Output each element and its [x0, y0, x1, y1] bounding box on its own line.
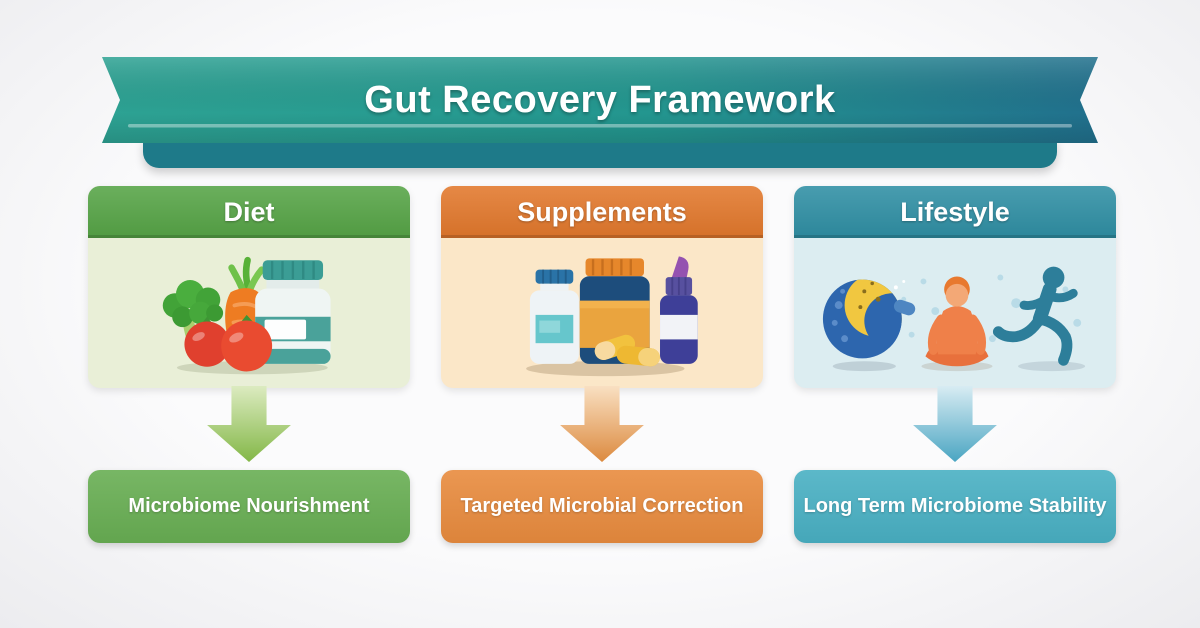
tomatoes-icon — [183, 314, 272, 372]
down-arrow — [207, 386, 291, 463]
supplements-result-box: Targeted Microbial Correction — [441, 470, 763, 543]
probiotic-jar-icon — [254, 260, 331, 364]
down-arrow — [560, 386, 644, 463]
dropper-bottle-icon — [659, 256, 698, 364]
capsules-icon — [594, 334, 660, 367]
supplements-card-header: Supplements — [441, 186, 763, 238]
diet-card-body — [88, 238, 410, 388]
lifestyle-result-box: Long Term Microbiome Stability — [794, 470, 1116, 543]
sleep-meditation-exercise-icon — [822, 266, 1086, 372]
lifestyle-card-body — [794, 238, 1116, 388]
supplements-card-body — [441, 238, 763, 388]
vegetables-and-probiotic-jar-icon — [162, 256, 331, 375]
lifestyle-card: Lifestyle — [794, 186, 1116, 388]
supplement-bottles-and-pills-icon — [525, 256, 698, 377]
column-supplements: Supplements — [441, 186, 763, 548]
meditating-person-icon — [921, 276, 993, 372]
page-title: Gut Recovery Framework — [364, 78, 836, 121]
supplements-card: Supplements — [441, 186, 763, 388]
lifestyle-card-header: Lifestyle — [794, 186, 1116, 238]
background-dots — [901, 274, 1082, 343]
diet-card-header: Diet — [88, 186, 410, 238]
ribbon-underlay — [143, 138, 1057, 168]
diet-result-box: Microbiome Nourishment — [88, 470, 410, 543]
column-diet: Diet — [88, 186, 410, 548]
sleep-moon-icon — [822, 279, 916, 372]
column-lifestyle: Lifestyle — [794, 186, 1116, 548]
title-ribbon — [102, 57, 1098, 143]
pill-bottle-icon — [529, 269, 579, 364]
running-person-icon — [992, 266, 1086, 372]
down-arrow — [913, 386, 997, 463]
diet-card: Diet — [88, 186, 410, 388]
